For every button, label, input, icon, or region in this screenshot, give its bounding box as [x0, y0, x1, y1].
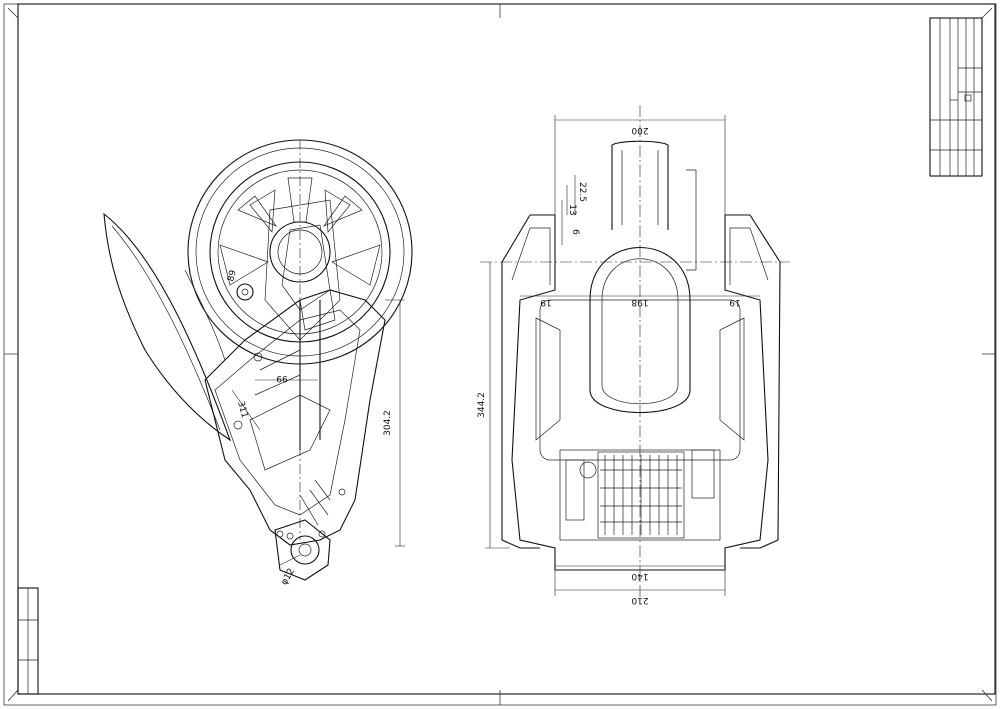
- title-block: [929, 17, 983, 177]
- side-view: 89 99 311 304.2 φ12: [103, 139, 413, 587]
- motor-housing: [559, 449, 721, 541]
- dim-13: 13: [567, 204, 577, 215]
- dim-198: 198: [631, 297, 648, 307]
- revision-block: [17, 587, 39, 695]
- dim-6: 6: [570, 229, 580, 235]
- dim-200: 200: [631, 125, 648, 135]
- dim-99: 99: [276, 373, 288, 383]
- dim-140: 140: [631, 571, 648, 581]
- dim-210: 210: [631, 595, 648, 605]
- dim-19-left: 19: [540, 297, 552, 307]
- dim-344-2: 344.2: [477, 392, 487, 418]
- body-shell: [501, 214, 781, 571]
- pivot-axle: [274, 519, 331, 581]
- dim-311: 311: [235, 400, 249, 419]
- drawing-frame: [3, 3, 997, 706]
- dim-89: 89: [226, 269, 239, 283]
- front-wheel: [589, 140, 697, 413]
- frame-body: [204, 199, 386, 546]
- dim-phi12: φ12: [280, 567, 297, 587]
- dim-19-right: 19: [729, 297, 741, 307]
- fender-blade: [103, 212, 232, 442]
- dim-304-2: 304.2: [383, 410, 393, 436]
- front-view: 200 22.5 13 6 19 198 19 344.2 140 210: [477, 105, 790, 605]
- dim-22-5: 22.5: [577, 182, 587, 202]
